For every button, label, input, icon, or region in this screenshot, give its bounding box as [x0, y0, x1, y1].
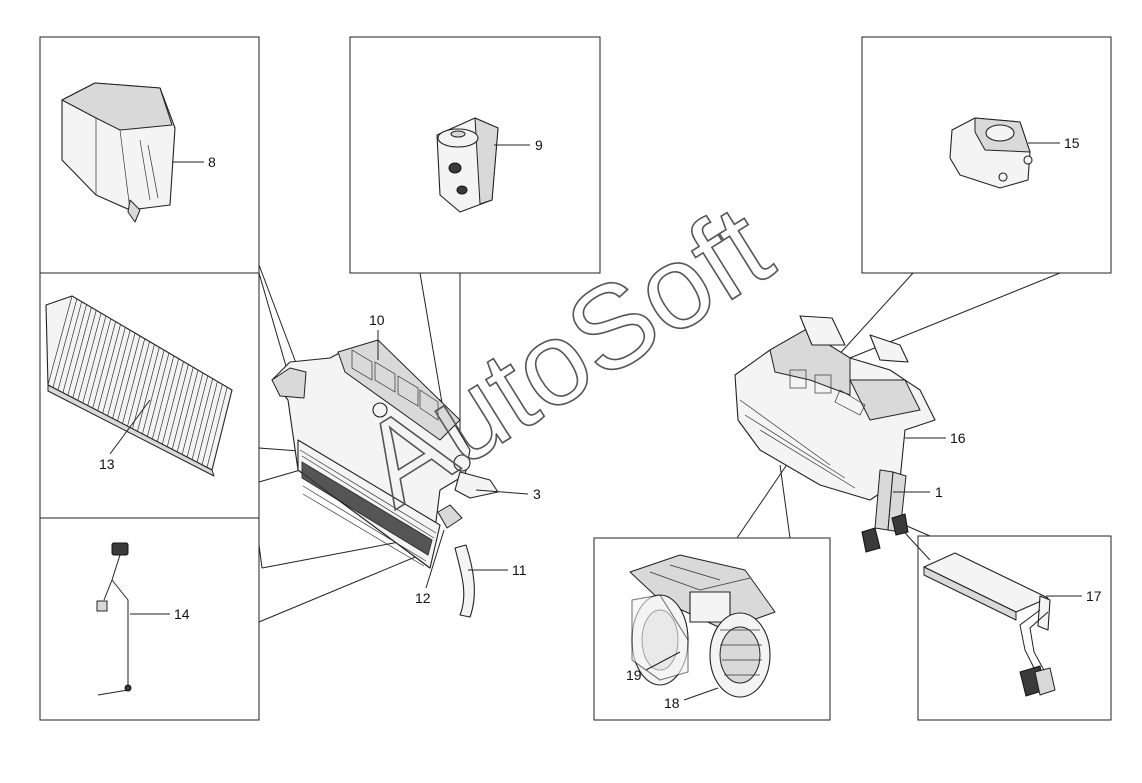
filter-pleat: [127, 341, 150, 427]
callout-10: 10: [369, 312, 385, 328]
filter-pleat: [132, 344, 155, 429]
filter-pleat: [147, 352, 170, 437]
part-15-drawing: [949, 117, 1033, 189]
filter-pleat: [82, 315, 107, 404]
evaporator-housing-drawing: [271, 339, 499, 618]
callout-18: 18: [664, 695, 680, 711]
filter-pleat: [176, 369, 199, 453]
filter-pleat: [62, 304, 87, 393]
inset-frame-17: [917, 535, 1112, 721]
hvac-unit-drawing: [734, 315, 936, 553]
filter-pleat: [57, 301, 83, 391]
callout-1: 1: [935, 484, 943, 500]
filter-pleat: [47, 295, 73, 386]
filter-pleat: [122, 338, 146, 424]
filter-pleat: [196, 381, 218, 463]
inset-frames: [39, 36, 1112, 721]
callout-3: 3: [533, 486, 541, 502]
filter-pleat: [206, 387, 228, 468]
filter-pleat: [87, 318, 112, 406]
filter-pleat: [211, 389, 233, 471]
inset-frame-15: [861, 36, 1112, 274]
callout-8: 8: [208, 154, 216, 170]
filter-pleat: [112, 332, 136, 419]
filter-pleat: [77, 313, 102, 401]
inset-frame-14: [39, 517, 260, 721]
filter-pleat: [181, 372, 204, 455]
part-13-drawing: [45, 295, 233, 477]
part-9-drawing: [436, 117, 499, 213]
filter-pleat: [137, 347, 160, 432]
filter-pleat: [52, 298, 78, 388]
filter-pleat: [156, 358, 180, 442]
filter-pleat: [152, 355, 175, 440]
callout-labels: 8 9 15 10 3 11 12 13 14 16 1 17 19 18: [99, 135, 1102, 711]
callout-11: 11: [512, 562, 527, 578]
filter-pleat: [171, 367, 194, 450]
callout-16: 16: [950, 430, 966, 446]
watermark-text: AutoSoft: [339, 180, 793, 532]
part-17-drawing: [923, 552, 1056, 697]
inset-frame-9: [349, 36, 601, 274]
filter-pleat: [67, 307, 92, 396]
part-14-drawing: [96, 542, 132, 696]
filter-pleat: [201, 384, 223, 465]
inset-frame-18-19: [593, 537, 831, 721]
housing-ribs: [351, 349, 439, 421]
filter-pleat: [92, 321, 116, 409]
filter-pleat: [142, 350, 165, 435]
part-18-19-drawing: [629, 554, 776, 698]
callout-17: 17: [1086, 588, 1102, 604]
callout-15: 15: [1064, 135, 1080, 151]
callout-9: 9: [535, 137, 543, 153]
callout-19: 19: [626, 667, 642, 683]
filter-pleat: [186, 375, 209, 458]
filter-pleat: [161, 361, 184, 445]
callout-12: 12: [415, 590, 431, 606]
filter-pleat: [107, 330, 131, 416]
callout-14: 14: [174, 606, 190, 622]
filter-pleat: [117, 335, 141, 422]
filter-pleat: [97, 324, 121, 411]
filter-pleat: [72, 310, 97, 398]
filter-pleat: [191, 378, 213, 460]
filter-pleat: [166, 364, 189, 447]
callout-13: 13: [99, 456, 115, 472]
filter-pleat: [102, 327, 126, 414]
part-8-drawing: [61, 82, 176, 223]
leader-lines: [109, 142, 1082, 701]
